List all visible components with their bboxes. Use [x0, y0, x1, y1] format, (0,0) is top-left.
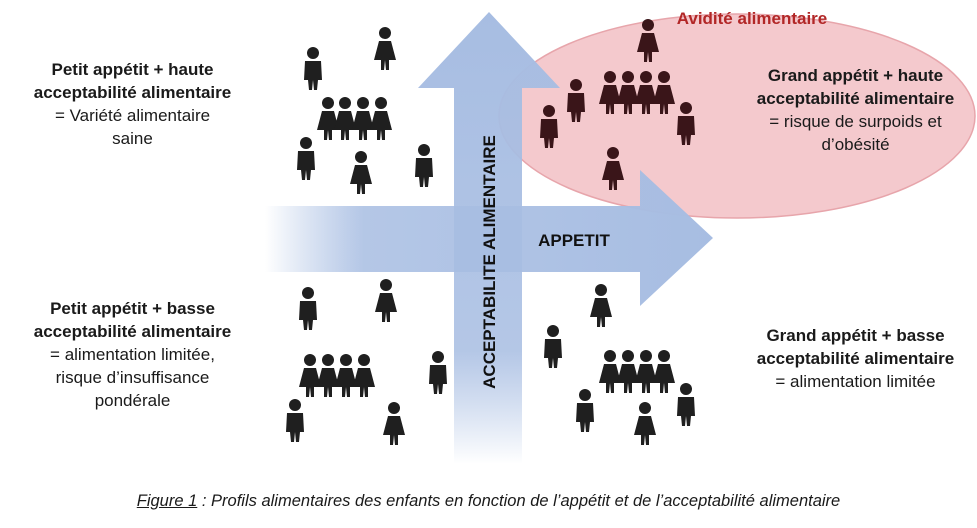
quadrant-title-line: Petit appétit + haute	[51, 60, 214, 79]
quadrant-desc-line: = Variété alimentaire	[54, 106, 211, 125]
quadrant-title-line: acceptabilité alimentaire	[756, 89, 955, 108]
quadrant-title-line: Grand appétit + basse	[766, 326, 945, 345]
quadrant-desc-line: pondérale	[94, 391, 171, 410]
appetite-greed-label: Avidité alimentaire	[677, 9, 828, 28]
children-group-bottom-left	[286, 279, 447, 445]
quadrant-desc-line: d’obésité	[821, 135, 890, 154]
quadrant-title-line: Petit appétit + basse	[50, 299, 215, 318]
acceptability-axis-label: ACCEPTABILITE ALIMENTAIRE	[480, 135, 499, 389]
quadrant-desc-line: risque d’insuffisance	[55, 368, 210, 387]
quadrant-title-line: acceptabilité alimentaire	[33, 83, 232, 102]
quadrant-title-line: acceptabilité alimentaire	[756, 349, 955, 368]
quadrant-bottom-right-text: Grand appétit + basse acceptabilité alim…	[738, 324, 973, 393]
figure-caption-text: : Profils alimentaires des enfants en fo…	[197, 492, 841, 510]
quadrant-desc-line: = alimentation limitée	[775, 372, 936, 391]
figure-caption: Figure 1 : Profils alimentaires des enfa…	[0, 492, 977, 511]
quadrant-top-left-text: Petit appétit + haute acceptabilité alim…	[10, 58, 255, 150]
quadrant-desc-line: saine	[112, 129, 153, 148]
quadrant-desc-line: = risque de surpoids et	[769, 112, 942, 131]
quadrant-title-line: acceptabilité alimentaire	[33, 322, 232, 341]
figure-number: Figure 1	[136, 492, 198, 510]
quadrant-desc-line: = alimentation limitée,	[50, 345, 215, 364]
quadrant-bottom-left-text: Petit appétit + basse acceptabilité alim…	[10, 297, 255, 412]
acceptability-arrow	[418, 12, 560, 464]
appetite-axis-label: APPETIT	[538, 231, 610, 250]
children-group-bottom-right	[544, 284, 695, 445]
quadrant-title-line: Grand appétit + haute	[767, 66, 944, 85]
children-group-top-left	[297, 27, 433, 194]
quadrant-top-right-text: Grand appétit + haute acceptabilité alim…	[738, 64, 973, 156]
